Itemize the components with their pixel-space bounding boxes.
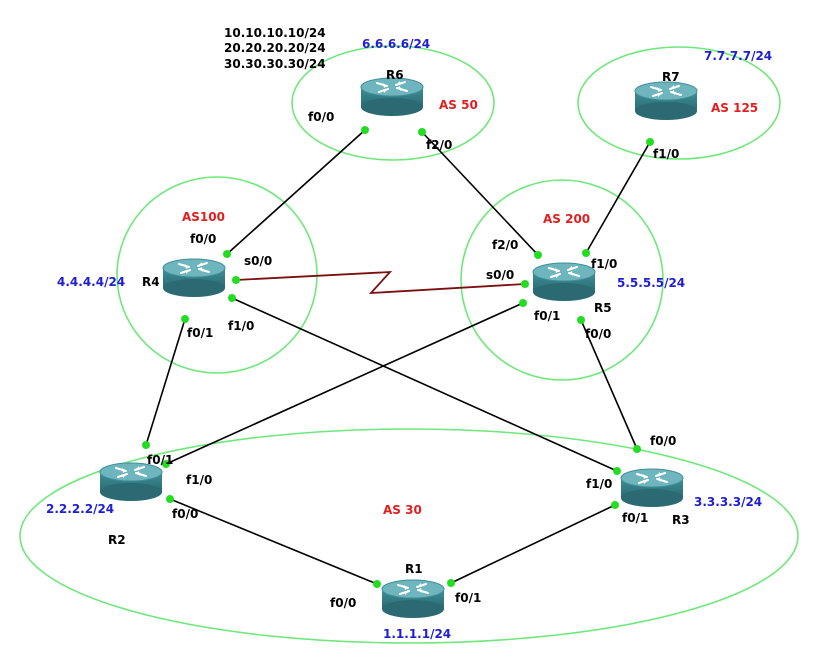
- r4-port-label: f0/1: [187, 326, 213, 340]
- as125-label: AS 125: [711, 101, 758, 115]
- r7-network-label: 7.7.7.7/24: [704, 49, 772, 63]
- port-dot: [582, 249, 590, 257]
- r5-network-label: 5.5.5.5/24: [617, 276, 685, 290]
- r4-port-label: f0/0: [190, 232, 216, 246]
- as50-label: AS 50: [439, 98, 478, 112]
- r5-port-label: f0/0: [585, 327, 611, 341]
- r2-port-label: f1/0: [186, 473, 212, 487]
- r2-port-label: f0/0: [172, 507, 198, 521]
- r3-network-label: 3.3.3.3/24: [694, 495, 762, 509]
- port-dots: [142, 126, 654, 588]
- port-dot: [577, 316, 585, 324]
- r4-port-label: s0/0: [244, 254, 272, 268]
- as50-zone: [291, 45, 495, 161]
- port-dot: [613, 467, 621, 475]
- r5-port-label: f2/0: [492, 238, 518, 252]
- as30-label: AS 30: [383, 503, 422, 517]
- port-dot: [534, 251, 542, 259]
- r2-name-label: R2: [108, 533, 126, 547]
- r6-extra-network-3: 30.30.30.30/24: [224, 57, 326, 71]
- router-r5-icon[interactable]: [532, 262, 596, 302]
- link-r4-r2: [145, 318, 186, 446]
- r6-network-label: 6.6.6.6/24: [362, 37, 430, 51]
- port-dot: [166, 495, 174, 503]
- r1-name-label: R1: [405, 562, 423, 576]
- link-r3-r1: [450, 504, 616, 584]
- r6-extra-network-1: 10.10.10.10/24: [224, 26, 326, 40]
- router-r1-icon[interactable]: [381, 579, 445, 619]
- as100-label: AS100: [182, 210, 225, 224]
- r7-name-label: R7: [662, 70, 680, 84]
- port-dot: [646, 138, 654, 146]
- link-r7-r5: [585, 141, 651, 254]
- port-dot: [611, 501, 619, 509]
- port-dot: [447, 579, 455, 587]
- port-dot: [418, 128, 426, 136]
- r1-port-label: f0/0: [330, 596, 356, 610]
- as30-zone: [19, 428, 799, 644]
- port-dot: [232, 276, 240, 284]
- r2-port-label: f0/1: [147, 453, 173, 467]
- r1-network-label: 1.1.1.1/24: [383, 627, 451, 641]
- port-dot: [223, 250, 231, 258]
- as125-zone: [577, 46, 781, 160]
- router-r2-icon[interactable]: [99, 462, 163, 502]
- r1-port-label: f0/1: [455, 591, 481, 605]
- r5-port-label: f0/1: [534, 309, 560, 323]
- r5-port-label: f1/0: [591, 257, 617, 271]
- link-r4-r3: [231, 297, 618, 472]
- link-r4-r5-serial: [235, 270, 526, 295]
- router-r7-icon[interactable]: [634, 81, 698, 121]
- r3-name-label: R3: [672, 513, 690, 527]
- r3-port-label: f0/0: [650, 434, 676, 448]
- link-r5-r2: [165, 302, 524, 465]
- r5-port-label: s0/0: [486, 268, 514, 282]
- router-r6-icon[interactable]: [360, 77, 424, 117]
- r4-network-label: 4.4.4.4/24: [57, 275, 125, 289]
- router-r3-icon[interactable]: [620, 468, 684, 508]
- r2-network-label: 2.2.2.2/24: [46, 502, 114, 516]
- link-r6-r5: [421, 131, 539, 256]
- port-dot: [521, 280, 529, 288]
- port-dot: [181, 315, 189, 323]
- port-dot: [633, 445, 641, 453]
- r7-port-label: f1/0: [653, 147, 679, 161]
- router-r4-icon[interactable]: [162, 258, 226, 298]
- r4-name-label: R4: [142, 275, 160, 289]
- r6-extra-network-2: 20.20.20.20/24: [224, 41, 326, 55]
- port-dot: [519, 299, 527, 307]
- r3-port-label: f1/0: [586, 477, 612, 491]
- port-dot: [361, 126, 369, 134]
- as200-zone: [460, 179, 664, 381]
- r6-port-label: f2/0: [426, 138, 452, 152]
- r4-port-label: f1/0: [228, 319, 254, 333]
- link-r6-r4: [226, 129, 366, 255]
- r5-name-label: R5: [594, 301, 612, 315]
- as200-label: AS 200: [543, 212, 590, 226]
- port-dot: [228, 294, 236, 302]
- port-dot: [162, 460, 170, 468]
- r6-name-label: R6: [386, 68, 404, 82]
- r6-port-label: f0/0: [308, 110, 334, 124]
- port-dot: [373, 580, 381, 588]
- link-r5-r3: [580, 319, 638, 450]
- port-dot: [142, 441, 150, 449]
- r3-port-label: f0/1: [622, 511, 648, 525]
- link-r2-r1: [169, 498, 378, 585]
